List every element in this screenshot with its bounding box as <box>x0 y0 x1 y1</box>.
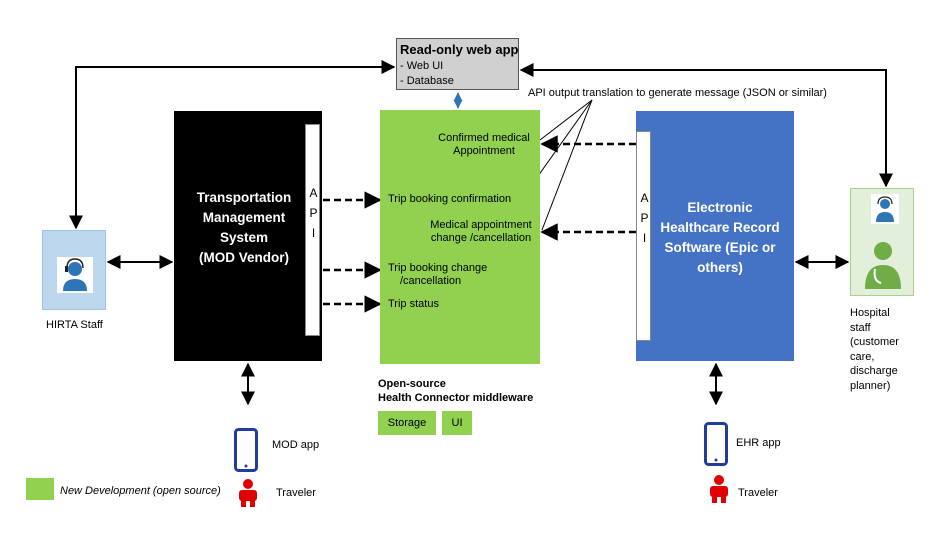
api-letter: I <box>311 226 316 240</box>
hospital-staff-icon <box>865 194 901 289</box>
mod-phone-icon <box>234 428 258 472</box>
tms-label: Transportation Management System (MOD Ve… <box>184 188 304 268</box>
ehr-phone-icon <box>704 422 728 466</box>
storage-chip: Storage <box>378 411 436 435</box>
item-line: Confirmed medical <box>438 132 530 144</box>
ehr-line: Electronic <box>687 200 753 215</box>
label-line: discharge <box>850 365 898 377</box>
traveler-icon <box>239 479 257 507</box>
hirta-staff-label: HIRTA Staff <box>46 319 103 331</box>
api-letter: A <box>640 191 649 205</box>
label-line: (customer <box>850 336 899 348</box>
tms-line: System <box>219 230 269 245</box>
ehr-line: Healthcare Record <box>660 220 780 235</box>
label-line: planner) <box>850 379 891 392</box>
headset-person-icon <box>57 257 93 293</box>
item-trip-status: Trip status <box>388 298 439 311</box>
traveler-label-ehr: Traveler <box>738 487 778 499</box>
hirta-staff-box <box>42 230 106 310</box>
item-line: Appointment <box>453 145 515 157</box>
item-line: Medical appointment <box>430 219 532 231</box>
item-line: Trip booking confirmation <box>388 193 512 205</box>
ehr-app-label: EHR app <box>736 437 781 449</box>
traveler-icon <box>710 475 728 503</box>
middleware-box: Confirmed medical Appointment Trip booki… <box>380 110 540 364</box>
hospital-staff-box <box>850 188 914 296</box>
ui-chip: UI <box>442 411 472 435</box>
read-only-web-app: Read-only web app - Web UI - Database <box>396 38 519 90</box>
item-line: change /cancellation <box>430 232 532 244</box>
item-trip-booking-confirmation: Trip booking confirmation <box>388 193 511 206</box>
tms-line: (MOD Vendor) <box>199 250 289 265</box>
legend-label: New Development (open source) <box>60 485 221 497</box>
traveler-label-mod: Traveler <box>276 487 316 499</box>
ehr-label: Electronic Healthcare Record Software (E… <box>656 198 784 278</box>
web-app-title: Read-only web app <box>400 42 519 57</box>
item-trip-booking-change: Trip booking change /cancellation <box>388 262 487 288</box>
tms-line: Transportation <box>196 190 292 205</box>
note-line-2 <box>539 99 593 141</box>
tms-api-bar: A P I <box>305 124 320 336</box>
tms-box <box>174 111 322 361</box>
ehr-line: Software (Epic or <box>664 240 776 255</box>
label-line: Hospital <box>850 307 890 319</box>
item-line: Trip status <box>388 298 439 310</box>
legend-swatch <box>26 478 54 500</box>
api-letter: I <box>642 231 647 245</box>
label-line: care, <box>850 350 875 363</box>
tms-line: Management <box>202 210 286 225</box>
hospital-staff-label: Hospital staff (customer care, discharge… <box>850 306 899 393</box>
api-letter: P <box>640 211 649 225</box>
item-confirmed-appointment: Confirmed medical Appointment <box>432 132 536 158</box>
label-line: staff <box>850 321 871 334</box>
middleware-caption: Open-source Health Connector middleware <box>378 377 533 405</box>
web-app-item-web-ui: - Web UI <box>400 60 444 72</box>
ehr-api-bar: A P I <box>636 131 651 341</box>
item-medical-appointment-change: Medical appointment change /cancellation <box>424 219 538 245</box>
ehr-line: others) <box>697 260 743 275</box>
caption-line: Health Connector middleware <box>378 392 534 404</box>
item-line: Trip booking change <box>388 262 488 274</box>
web-app-item-database: - Database <box>400 75 454 87</box>
mod-app-label: MOD app <box>272 439 320 451</box>
caption-line: Open-source <box>378 378 446 390</box>
api-note: API output translation to generate messa… <box>528 87 827 99</box>
api-letter: A <box>309 186 318 200</box>
api-letter: P <box>309 206 318 220</box>
note-line-3 <box>541 99 593 231</box>
item-line: /cancellation <box>400 275 462 287</box>
ehr-box <box>636 111 794 361</box>
